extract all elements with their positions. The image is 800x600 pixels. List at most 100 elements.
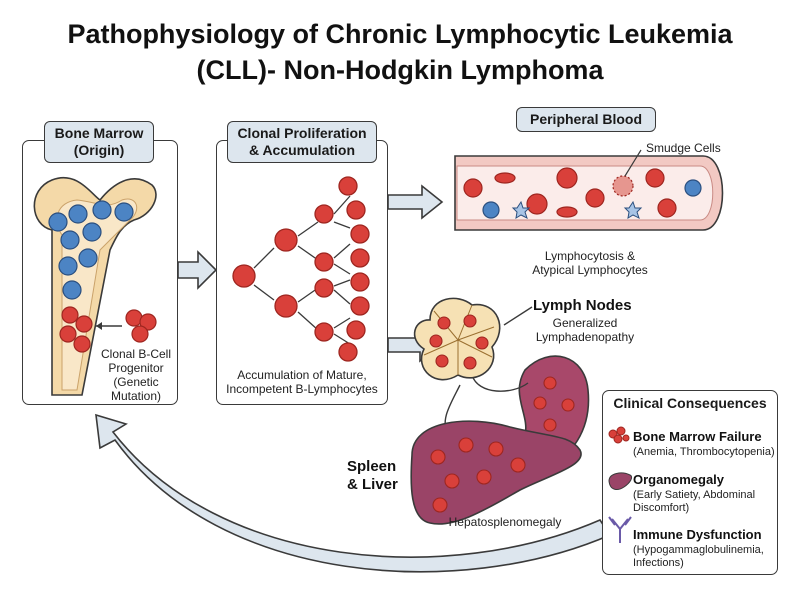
- liver-cell: [432, 497, 448, 513]
- lymph-nodes-sub-line1: Generalized: [552, 316, 618, 330]
- organs-illustration: [410, 297, 590, 525]
- organomegaly-head: Organomegaly: [633, 472, 725, 487]
- red-blood-cell: [526, 193, 548, 215]
- cell-gen4: [346, 320, 366, 340]
- spleen-cell: [561, 398, 575, 412]
- spleen-liver-heading-line1: Spleen: [347, 458, 397, 475]
- cell-gen3: [314, 252, 334, 272]
- spleen-cell: [533, 396, 547, 410]
- cell-gen4: [346, 200, 366, 220]
- page-title-line2: (CLL)- Non-Hodgkin Lymphoma: [196, 55, 604, 85]
- progenitor-cell: [139, 313, 157, 331]
- progenitor-caption-line: Progenitor: [108, 361, 164, 375]
- organomegaly-sub: (Early Satiety, Abdominal Discomfort): [633, 489, 755, 515]
- bone-marrow-tag-line1: Bone Marrow: [54, 125, 144, 141]
- lymph-nodes-sub-line2: Lymphadenopathy: [535, 330, 635, 344]
- platelet: [623, 200, 643, 219]
- spleen-cell: [543, 376, 557, 390]
- marrow-blue-cell: [82, 222, 102, 242]
- smudge-cell: [612, 175, 634, 197]
- marrow-blue-cell: [58, 256, 78, 276]
- blood-caption-line1: Lymphocytosis &: [544, 249, 636, 263]
- cell-gen1: [232, 264, 256, 288]
- progenitor-caption-line: (Genetic: [113, 375, 159, 389]
- lymph-node-pointer: [503, 306, 533, 326]
- proliferation-tag-line1: Clonal Proliferation: [237, 125, 367, 141]
- organomegaly-sub-line: Discomfort): [633, 502, 690, 514]
- lymphocyte: [684, 179, 702, 197]
- platelet: [511, 200, 531, 219]
- bone-marrow-tag: Bone Marrow (Origin): [44, 121, 154, 163]
- cell-gen4: [338, 176, 358, 196]
- marrow-red-cell: [59, 325, 77, 343]
- red-cells-icon: [608, 426, 630, 444]
- arrow-marrow-to-proliferation: [177, 250, 218, 290]
- lymph-node-cell: [437, 316, 451, 330]
- immune-dysfunction-sub-line: Infections): [633, 557, 684, 569]
- progenitor-caption: Clonal B-Cell Progenitor (Genetic Mutati…: [100, 347, 172, 403]
- arrow-to-blood: [387, 184, 444, 220]
- bone-illustration: [33, 177, 157, 396]
- antibody-icon: [608, 516, 632, 543]
- red-blood-cell: [657, 198, 677, 218]
- marrow-blue-cell: [114, 202, 134, 222]
- immune-dysfunction-sub: (Hypogammaglobulinemia, Infections): [633, 544, 764, 570]
- cell-gen4: [338, 342, 358, 362]
- red-blood-cell: [645, 168, 665, 188]
- cell-gen3: [314, 322, 334, 342]
- cell-gen4: [350, 248, 370, 268]
- marrow-blue-cell: [48, 212, 68, 232]
- marrow-red-cell: [61, 306, 79, 324]
- lymphocyte: [585, 188, 605, 208]
- proliferation-tag-line2: & Accumulation: [248, 142, 356, 158]
- liver-cell: [476, 469, 492, 485]
- liver-cell: [444, 473, 460, 489]
- bone-marrow-tag-line2: (Origin): [73, 142, 125, 158]
- progenitor-caption-line: Clonal B-Cell: [100, 347, 172, 361]
- lymph-nodes-sub: Generalized Lymphadenopathy: [530, 316, 640, 344]
- organomegaly-sub-line: (Early Satiety, Abdominal: [633, 489, 756, 501]
- cell-gen2: [274, 294, 298, 318]
- lymph-nodes-heading: Lymph Nodes: [533, 297, 632, 314]
- lymph-node-cell: [463, 314, 477, 328]
- liver-cell: [458, 437, 474, 453]
- marrow-red-cell: [73, 335, 91, 353]
- liver-icon: [608, 472, 633, 490]
- lymph-node-cell: [429, 334, 443, 348]
- lymph-node-cell: [463, 356, 477, 370]
- spleen-liver-heading-line2: & Liver: [347, 476, 398, 493]
- blood-vessel-illustration: [454, 149, 724, 231]
- lymph-node-cell: [475, 336, 489, 350]
- spleen-liver-heading: Spleen & Liver: [347, 458, 398, 494]
- liver-cell: [488, 441, 504, 457]
- red-blood-cell: [556, 167, 578, 189]
- marrow-blue-cell: [60, 230, 80, 250]
- proliferation-caption-line1: Accumulation of Mature,: [237, 368, 367, 382]
- proliferation-tag: Clonal Proliferation & Accumulation: [227, 121, 377, 163]
- liver-cell: [510, 457, 526, 473]
- progenitor-pointer-head: [96, 322, 102, 330]
- marrow-blue-cell: [78, 248, 98, 268]
- smudge-cells-label: Smudge Cells: [646, 141, 721, 155]
- marrow-red-cell: [75, 315, 93, 333]
- proliferation-caption: Accumulation of Mature, Incompetent B-Ly…: [218, 368, 386, 396]
- hepatosplenomegaly-caption: Hepatosplenomegaly: [448, 515, 562, 529]
- red-blood-cell: [556, 206, 578, 218]
- consequences-panel: [602, 390, 778, 575]
- smudge-pointer: [624, 149, 642, 177]
- marrow-blue-cell: [68, 204, 88, 224]
- lymph-node-cell: [435, 354, 449, 368]
- cell-gen4: [350, 272, 370, 292]
- page-title-line1: Pathophysiology of Chronic Lymphocytic L…: [67, 19, 733, 49]
- liver-cell: [430, 449, 446, 465]
- marrow-blue-cell: [62, 280, 82, 300]
- proliferation-caption-line2: Incompetent B-Lymphocytes: [226, 382, 378, 396]
- division-arrows: [253, 195, 351, 345]
- lymphocyte: [482, 201, 500, 219]
- peripheral-blood-tag: Peripheral Blood: [516, 107, 656, 132]
- cell-gen4: [350, 224, 370, 244]
- lymph-vessel: [471, 374, 529, 392]
- cell-gen4: [350, 296, 370, 316]
- immune-dysfunction-head: Immune Dysfunction: [633, 527, 762, 542]
